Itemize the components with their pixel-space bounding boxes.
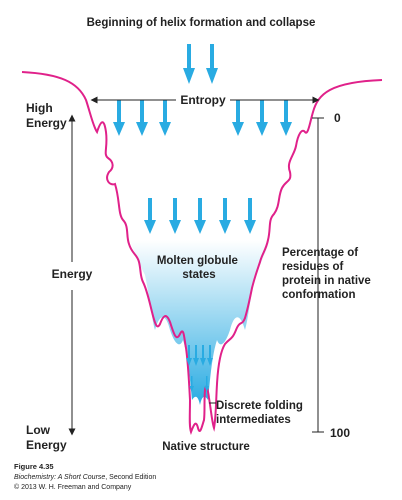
book-title: Biochemistry: A Short Course bbox=[14, 474, 105, 481]
collapse-arrows-row2-right bbox=[232, 100, 292, 136]
down-arrow-icon bbox=[256, 100, 268, 136]
down-arrow-icon bbox=[189, 376, 194, 392]
book-edition: , Second Edition bbox=[105, 474, 156, 481]
high-energy-label: High Energy bbox=[26, 101, 67, 130]
down-arrow-icon bbox=[159, 100, 171, 136]
down-arrow-icon bbox=[280, 100, 292, 136]
down-arrow-icon bbox=[144, 198, 156, 234]
collapse-arrows-row2-left bbox=[113, 100, 171, 136]
native-structure-label: Native structure bbox=[162, 441, 250, 453]
discrete-folding-label: Discrete folding intermediates bbox=[216, 400, 306, 426]
down-arrow-icon bbox=[232, 100, 244, 136]
down-arrow-icon bbox=[169, 198, 181, 234]
scale-top-value: 0 bbox=[334, 111, 341, 125]
down-arrow-icon bbox=[206, 44, 218, 84]
entropy-label: Entropy bbox=[180, 93, 226, 107]
collapse-arrows-row3 bbox=[144, 198, 256, 234]
down-arrow-icon bbox=[207, 345, 213, 366]
down-arrow-icon bbox=[194, 198, 206, 234]
down-arrow-icon bbox=[244, 198, 256, 234]
copyright-text: © 2013 W. H. Freeman and Company bbox=[14, 483, 132, 491]
figure-caption: Figure 4.35 Biochemistry: A Short Course… bbox=[14, 462, 156, 491]
energy-axis: Energy bbox=[52, 114, 93, 436]
molten-globule-label: Molten globule states bbox=[157, 255, 241, 281]
down-arrow-icon bbox=[113, 100, 125, 136]
funnel-fill bbox=[130, 240, 270, 405]
low-energy-label: Low Energy bbox=[26, 423, 67, 452]
collapse-arrows-bottom bbox=[186, 345, 213, 392]
percentage-scale: 0 100 bbox=[312, 111, 350, 440]
down-arrow-icon bbox=[204, 376, 209, 392]
funnel-outline bbox=[21, 71, 383, 435]
down-arrow-icon bbox=[186, 345, 192, 366]
energy-label: Energy bbox=[52, 267, 93, 281]
diagram-title: Beginning of helix formation and collaps… bbox=[87, 17, 316, 29]
figure-number: Figure 4.35 bbox=[14, 462, 54, 471]
figure-source: Biochemistry: A Short Course, Second Edi… bbox=[14, 474, 156, 481]
scale-bottom-value: 100 bbox=[330, 426, 350, 440]
percentage-label: Percentage of residues of protein in nat… bbox=[282, 247, 374, 301]
down-arrow-icon bbox=[200, 345, 206, 366]
entropy-arrow: Entropy bbox=[90, 93, 320, 107]
collapse-arrows-top bbox=[183, 44, 218, 84]
down-arrow-icon bbox=[193, 345, 199, 366]
down-arrow-icon bbox=[183, 44, 195, 84]
down-arrow-icon bbox=[136, 100, 148, 136]
down-arrow-icon bbox=[219, 198, 231, 234]
